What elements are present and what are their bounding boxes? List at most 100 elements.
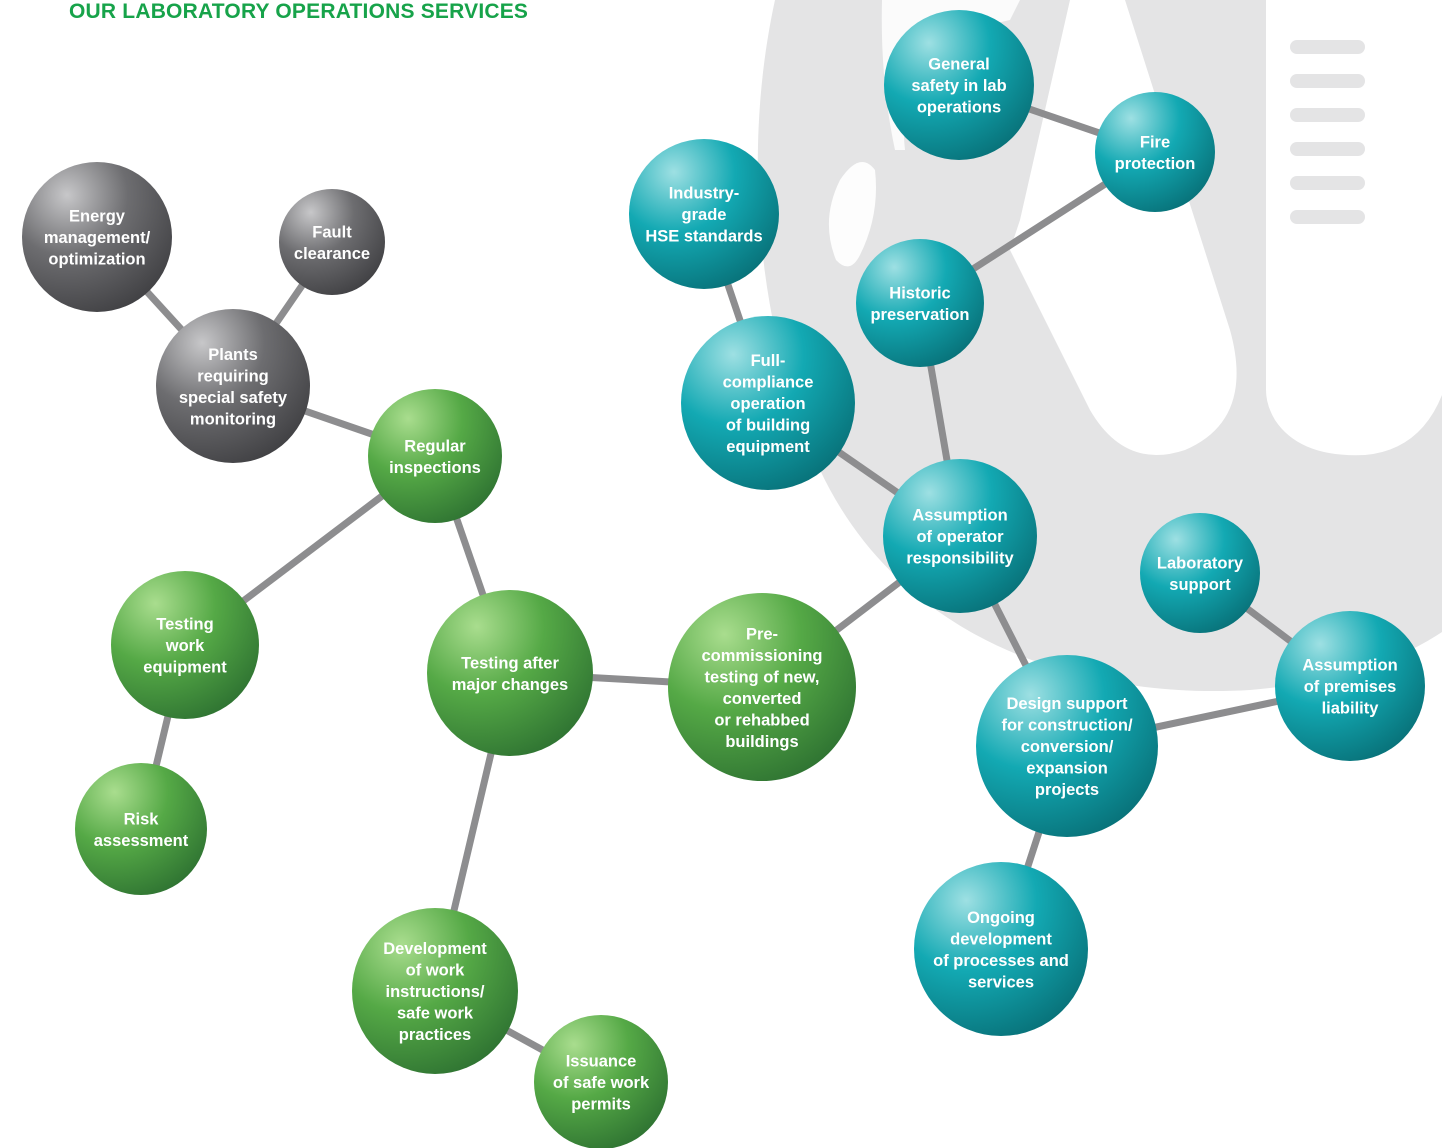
node-risk: Risk assessment [75,763,207,895]
node-testing-after: Testing after major changes [427,590,593,756]
node-design: Design support for construction/conversio… [976,655,1158,837]
node-label-line: operations [917,99,1001,117]
node-label-line: Full- [751,352,786,370]
node-label-line: Assumption [912,507,1007,525]
node-development: Development of work instructions/safe work… [352,908,518,1074]
node-circle [884,10,1034,160]
node-label-line: preservation [870,306,969,324]
node-circle [681,316,855,490]
node-label-line: Development [383,940,487,958]
node-circle [1275,611,1425,761]
node-label-line: Risk [124,810,160,828]
node-label-line: inspections [389,459,481,477]
node-circle [279,189,385,295]
node-label-line: equipment [726,438,810,456]
node-label-line: of operator [916,528,1004,546]
node-label-line: of building [726,417,810,435]
node-circle [856,239,984,367]
node-label-line: optimization [48,251,145,269]
node-assumption-op: Assumption of operator responsibility [883,459,1037,613]
node-label-line: safety in lab [911,77,1006,95]
node-label-line: Testing after [461,654,559,672]
node-label-line: Assumption [1302,657,1397,675]
node-label-line: liability [1322,700,1380,718]
node-label-line: support [1169,576,1231,594]
node-label-line: Industry- [669,185,740,203]
node-full: Full-compliance operation of building equip… [681,316,855,490]
node-circle [976,655,1158,837]
node-label-line: protection [1115,155,1196,173]
node-fault: Fault clearance [279,189,385,295]
node-circle [534,1015,668,1148]
node-label-line: management/ [44,229,151,247]
node-lab-support: Laboratory support [1140,513,1260,633]
node-label-line: Plants [208,346,258,364]
node-label-line: equipment [143,659,227,677]
node-label-line: HSE standards [645,228,762,246]
node-circle [75,763,207,895]
node-label-line: of processes and [933,952,1069,970]
node-label-line: or rehabbed [714,711,809,729]
node-label-line: Pre- [746,625,778,643]
node-label-line: Historic [889,284,950,302]
node-circle [914,862,1088,1036]
node-label-line: clearance [294,245,370,263]
node-energy: Energy management/optimization [22,162,172,312]
node-circle [1095,92,1215,212]
node-label-line: buildings [725,733,798,751]
node-label-line: Issuance [566,1053,637,1071]
node-issuance: Issuance of safe work permits [534,1015,668,1148]
node-label-line: operation [730,395,805,413]
node-label-line: Fire [1140,133,1170,151]
page-title: OUR LABORATORY OPERATIONS SERVICES [69,0,529,23]
node-historic: Historic preservation [856,239,984,367]
node-label-line: Design support [1006,695,1128,713]
node-label-line: responsibility [906,550,1014,568]
node-label-line: safe work [397,1005,474,1023]
node-label-line: Fault [312,223,352,241]
node-label-line: Ongoing [967,909,1035,927]
node-circle [668,593,856,781]
node-label-line: special safety [179,389,288,407]
node-label-line: Energy [69,208,126,226]
node-circle [156,309,310,463]
node-label-line: instructions/ [385,983,484,1001]
node-circle [352,908,518,1074]
node-label-line: development [950,930,1052,948]
node-label-line: of work [406,962,465,980]
nodes-layer: Energy management/optimization Fault cleara… [22,10,1425,1148]
node-label-line: expansion [1026,760,1108,778]
node-label-line: work [165,637,205,655]
node-label-line: conversion/ [1021,738,1114,756]
node-label-line: Testing [156,616,213,634]
node-label-line: testing of new, [705,668,820,686]
node-plants: Plants requiring special safety monitoring [156,309,310,463]
node-testing-work: Testing work equipment [111,571,259,719]
node-label-line: assessment [94,832,189,850]
node-circle [629,139,779,289]
node-circle [427,590,593,756]
node-circle [22,162,172,312]
node-label-line: compliance [723,374,814,392]
node-circle [1140,513,1260,633]
node-circle [883,459,1037,613]
node-label-line: of safe work [553,1074,650,1092]
node-label-line: practices [399,1026,471,1044]
node-circle [111,571,259,719]
node-label-line: requiring [197,367,269,385]
node-label-line: General [928,56,989,74]
node-label-line: permits [571,1096,631,1114]
node-fire: Fire protection [1095,92,1215,212]
test-tube-icon [1266,0,1442,456]
node-label-line: for construction/ [1001,717,1132,735]
node-label-line: major changes [452,676,568,694]
node-label-line: Laboratory [1157,554,1244,572]
node-label-line: commissioning [701,647,822,665]
node-label-line: monitoring [190,410,276,428]
